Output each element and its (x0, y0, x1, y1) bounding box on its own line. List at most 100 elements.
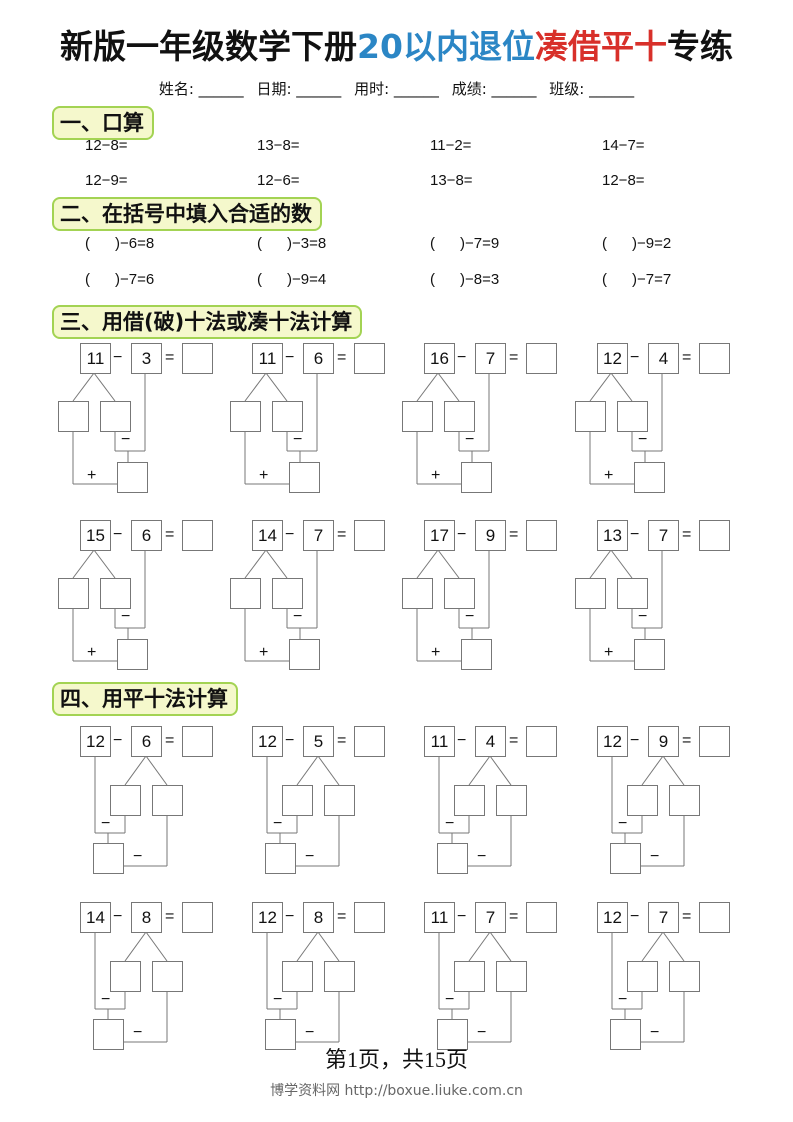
split-right-box[interactable] (669, 961, 700, 992)
fill-blank-problem: ( )−9=4 (257, 271, 327, 288)
level-ten-diagram: 12−6=−− (20, 726, 213, 886)
minus-sign: − (101, 815, 111, 832)
connector-lines (94, 755, 168, 867)
answer-box[interactable] (526, 726, 557, 757)
date-field: 日期: ______ (256, 80, 342, 98)
split-left-box[interactable] (454, 785, 485, 816)
result-box[interactable] (93, 1019, 124, 1050)
subtrahend-box: 9 (475, 520, 506, 551)
result-box[interactable] (634, 462, 665, 493)
result-box[interactable] (265, 843, 296, 874)
subtrahend-box: 9 (648, 726, 679, 757)
connector-lines (611, 755, 685, 867)
split-left-box[interactable] (402, 578, 433, 609)
split-left-box[interactable] (402, 401, 433, 432)
minuend-box: 12 (597, 726, 628, 757)
result-box[interactable] (610, 843, 641, 874)
result-box[interactable] (93, 843, 124, 874)
oral-problem: 12−8= (602, 172, 645, 189)
split-left-box[interactable] (58, 578, 89, 609)
split-right-box[interactable] (496, 785, 527, 816)
connector-lines (244, 549, 318, 662)
split-right-box[interactable] (100, 401, 131, 432)
split-left-box[interactable] (282, 961, 313, 992)
connector-lines (611, 931, 685, 1043)
answer-box[interactable] (354, 902, 385, 933)
minus-sign: − (457, 732, 467, 749)
subtrahend-box: 6 (303, 343, 334, 374)
split-left-box[interactable] (110, 961, 141, 992)
plus-sign: + (431, 467, 441, 484)
split-right-box[interactable] (324, 785, 355, 816)
result-box[interactable] (437, 1019, 468, 1050)
minus-sign: − (630, 732, 640, 749)
name-field: 姓名: ______ (158, 80, 244, 98)
subtrahend-box: 8 (303, 902, 334, 933)
result-box[interactable] (117, 639, 148, 670)
answer-box[interactable] (354, 520, 385, 551)
split-right-box[interactable] (152, 961, 183, 992)
answer-box[interactable] (182, 902, 213, 933)
equals-sign: = (165, 732, 175, 749)
result-box[interactable] (265, 1019, 296, 1050)
answer-box[interactable] (699, 726, 730, 757)
split-left-box[interactable] (627, 785, 658, 816)
equals-sign: = (682, 349, 692, 366)
answer-box[interactable] (354, 343, 385, 374)
minus-sign: − (305, 848, 315, 865)
answer-box[interactable] (182, 343, 213, 374)
split-right-box[interactable] (444, 401, 475, 432)
split-left-box[interactable] (575, 401, 606, 432)
split-left-box[interactable] (230, 401, 261, 432)
result-box[interactable] (117, 462, 148, 493)
split-right-box[interactable] (100, 578, 131, 609)
split-right-box[interactable] (617, 401, 648, 432)
split-right-box[interactable] (444, 578, 475, 609)
result-box[interactable] (437, 843, 468, 874)
minus-sign: − (101, 991, 111, 1008)
result-box[interactable] (289, 462, 320, 493)
equals-sign: = (682, 526, 692, 543)
split-left-box[interactable] (627, 961, 658, 992)
equals-sign: = (337, 732, 347, 749)
result-box[interactable] (634, 639, 665, 670)
subtrahend-box: 7 (303, 520, 334, 551)
answer-box[interactable] (354, 726, 385, 757)
answer-box[interactable] (526, 902, 557, 933)
minus-sign: − (113, 908, 123, 925)
split-left-box[interactable] (454, 961, 485, 992)
result-box[interactable] (289, 639, 320, 670)
answer-box[interactable] (526, 343, 557, 374)
split-right-box[interactable] (152, 785, 183, 816)
minus-sign: − (133, 848, 143, 865)
split-left-box[interactable] (110, 785, 141, 816)
result-box[interactable] (461, 639, 492, 670)
split-left-box[interactable] (575, 578, 606, 609)
answer-box[interactable] (699, 343, 730, 374)
borrow-ten-diagram: 14−7=−+ (192, 520, 385, 680)
split-right-box[interactable] (272, 578, 303, 609)
split-right-box[interactable] (272, 401, 303, 432)
connector-lines (72, 549, 146, 662)
oral-problem: 13−8= (430, 172, 473, 189)
split-left-box[interactable] (282, 785, 313, 816)
split-right-box[interactable] (496, 961, 527, 992)
answer-box[interactable] (526, 520, 557, 551)
split-right-box[interactable] (617, 578, 648, 609)
result-box[interactable] (461, 462, 492, 493)
result-box[interactable] (610, 1019, 641, 1050)
oral-problem: 14−7= (602, 137, 645, 154)
split-right-box[interactable] (324, 961, 355, 992)
answer-box[interactable] (699, 902, 730, 933)
split-left-box[interactable] (230, 578, 261, 609)
equals-sign: = (509, 732, 519, 749)
level-ten-diagram: 12−5=−− (192, 726, 385, 886)
split-right-box[interactable] (669, 785, 700, 816)
answer-box[interactable] (699, 520, 730, 551)
split-left-box[interactable] (58, 401, 89, 432)
answer-box[interactable] (182, 726, 213, 757)
oral-problem: 13−8= (257, 137, 300, 154)
answer-box[interactable] (182, 520, 213, 551)
minuend-box: 11 (424, 726, 455, 757)
fill-blank-problem: ( )−9=2 (602, 235, 672, 252)
